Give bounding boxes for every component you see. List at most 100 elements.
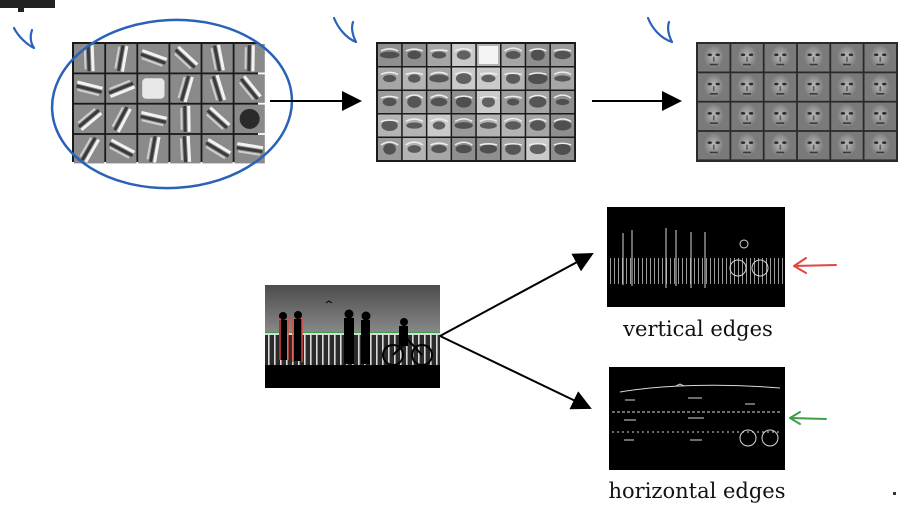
filter-cell [550,138,575,160]
filter-cell [427,114,451,137]
filter-cell [170,134,201,164]
filter-cell [452,91,476,113]
face-cell [864,44,896,72]
face-cell [698,131,730,160]
filter-cell [138,134,169,164]
face-cell [731,102,763,131]
filter-cell [427,67,451,90]
filter-cell [501,44,525,66]
filter-cell [501,67,525,90]
filter-cell [550,114,575,137]
face-cell [797,73,830,101]
part-filter-grid [376,42,576,162]
filter-cell [402,138,426,160]
filter-cell [550,91,575,113]
filter-cell [378,114,402,137]
filter-cell [452,44,476,66]
filter-cell [526,91,550,113]
filter-cell [526,67,550,90]
filter-cell [170,74,201,103]
vertical-edges-caption: vertical edges [623,317,773,341]
horizontal-edges-caption: horizontal edges [608,479,786,503]
cropped-title-fragment [0,0,55,12]
face-cell [764,131,797,160]
hand-drawn-left-arrow-icon [789,411,827,425]
filter-cell [234,74,265,103]
face-cell [797,44,830,72]
filter-cell [476,44,500,66]
filter-cell [138,104,169,134]
face-cell [731,131,763,160]
filter-cell [476,67,500,90]
filter-cell [501,91,525,113]
filter-cell [138,74,169,103]
filter-cell [106,74,137,103]
filter-cell [427,44,451,66]
filter-cell [427,91,451,113]
filter-cell [501,114,525,137]
filter-cell [138,44,169,73]
face-cell [764,102,797,131]
filter-cell [74,44,105,73]
face-cell [764,73,797,101]
filter-cell [378,44,402,66]
filter-cell [74,74,105,103]
filter-cell [378,138,402,160]
blue-circle-annotation [50,18,294,190]
filter-cell [234,44,265,73]
filter-cell [452,67,476,90]
filter-cell [202,74,233,103]
edge-filter-grid [72,42,265,164]
face-cell [831,44,863,72]
horizontal-edges-image [609,367,785,470]
filter-cell [526,138,550,160]
face-cell [831,131,863,160]
filter-cell [402,67,426,90]
filter-cell [378,91,402,113]
filter-cell [402,44,426,66]
face-cell [731,44,763,72]
filter-cell [74,134,105,164]
face-cell [731,73,763,101]
blue-pen-tick-icon [646,16,674,44]
vertical-edges-image [607,207,785,307]
filter-cell [170,104,201,134]
filter-cell [106,134,137,164]
face-cell [864,131,896,160]
filter-cell [452,138,476,160]
blue-pen-tick-icon [12,26,36,50]
filter-cell [526,44,550,66]
face-cell [698,102,730,131]
input-photo [265,285,440,388]
face-cell [764,44,797,72]
face-cell [831,73,863,101]
filter-cell [550,44,575,66]
filter-cell [234,134,265,164]
face-cell [698,44,730,72]
filter-cell [106,44,137,73]
arrow-to-vertical-edges-icon [439,253,594,337]
filter-cell [476,114,500,137]
hand-drawn-left-arrow-icon [793,257,837,274]
face-cell [864,102,896,131]
page-mark [893,492,896,495]
face-filter-grid [696,42,898,162]
blue-pen-tick-icon [332,16,358,44]
filter-cell [234,104,265,134]
filter-cell [202,134,233,164]
face-cell [797,102,830,131]
filter-cell [106,104,137,134]
filter-cell [402,91,426,113]
filter-cell [550,67,575,90]
filter-cell [427,138,451,160]
filter-cell [452,114,476,137]
face-cell [698,73,730,101]
filter-cell [202,104,233,134]
filter-cell [170,44,201,73]
filter-cell [526,114,550,137]
filter-cell [476,91,500,113]
filter-cell [402,114,426,137]
filter-cell [202,44,233,73]
face-cell [831,102,863,131]
